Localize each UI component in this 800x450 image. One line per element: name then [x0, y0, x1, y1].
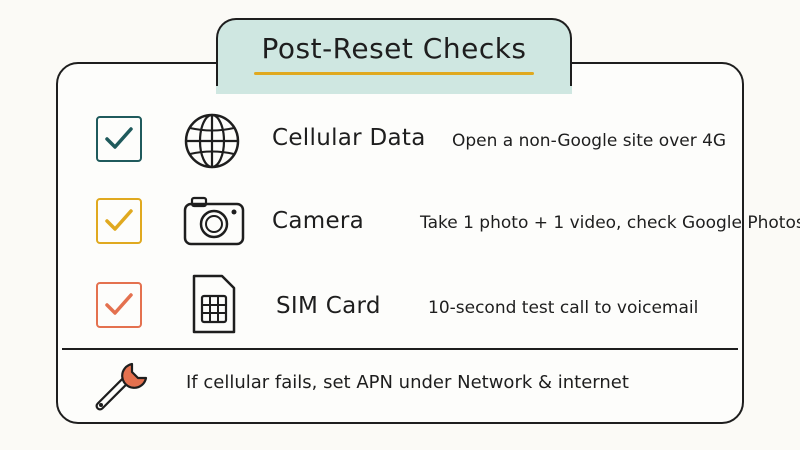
item-description: Take 1 photo + 1 video, check Google Pho… — [420, 213, 800, 233]
item-description: 10-second test call to voicemail — [428, 298, 699, 318]
wrench-icon — [95, 362, 148, 411]
checkmark-icon — [105, 209, 133, 231]
checkbox-cellular-data[interactable] — [96, 116, 142, 162]
item-name: Camera — [272, 208, 365, 234]
checkbox-camera[interactable] — [96, 198, 142, 244]
checkmark-icon — [105, 293, 133, 315]
item-name: Cellular Data — [272, 125, 426, 151]
divider — [62, 348, 738, 350]
item-name: SIM Card — [276, 293, 381, 319]
title-underline — [254, 72, 534, 75]
title-tab: Post-Reset Checks — [216, 18, 572, 94]
camera-icon — [183, 196, 245, 246]
footer-tip: If cellular fails, set APN under Network… — [186, 372, 629, 393]
checkbox-sim-card[interactable] — [96, 282, 142, 328]
checklist-card — [56, 62, 744, 424]
globe-icon — [184, 113, 240, 169]
sim-card-icon — [192, 274, 236, 334]
page-title: Post-Reset Checks — [261, 32, 527, 65]
item-description: Open a non-Google site over 4G — [452, 131, 727, 151]
checkmark-icon — [105, 127, 133, 149]
